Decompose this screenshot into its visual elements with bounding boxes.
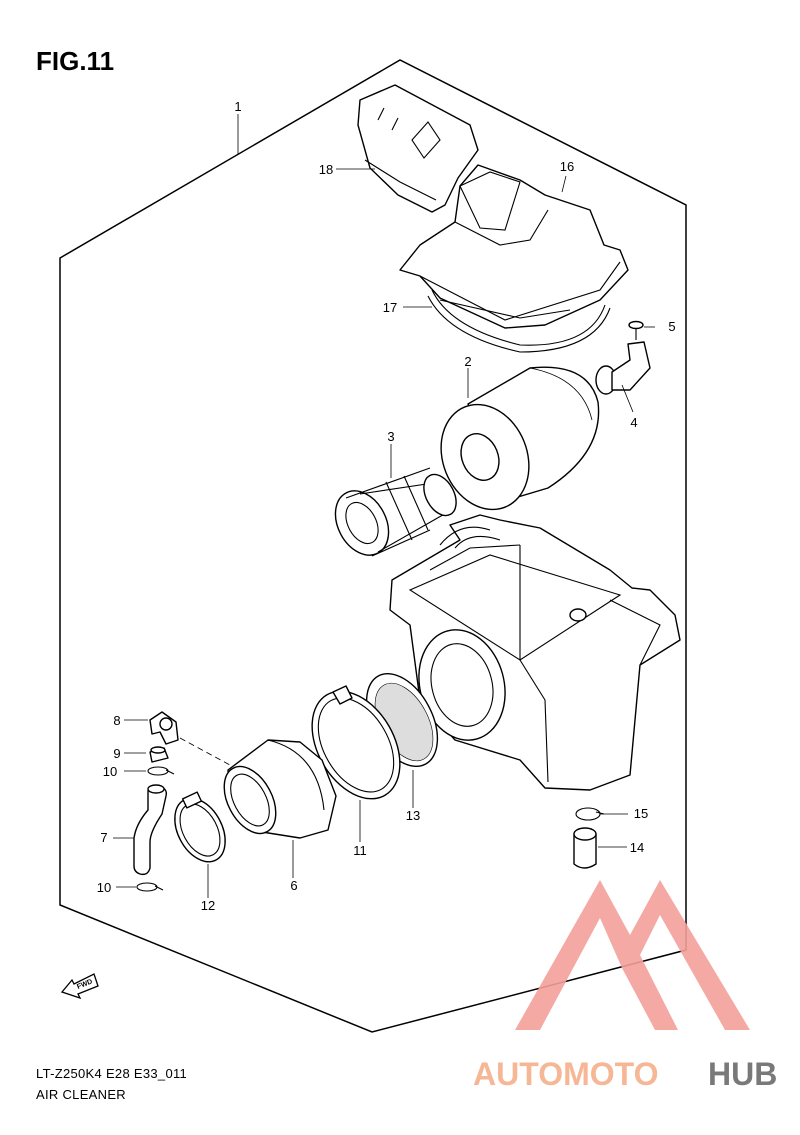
part-3-filter-cage (334, 467, 457, 557)
watermark-text-part1: AUTOMOTO (473, 1056, 658, 1092)
callout-9: 9 (113, 746, 120, 761)
figure-title: FIG.11 (36, 46, 115, 76)
part-2-filter-element (440, 366, 600, 511)
part-8-elbow (149, 711, 231, 766)
callout-8: 8 (113, 713, 120, 728)
callout-17: 17 (383, 300, 397, 315)
watermark-emblem-icon (515, 880, 750, 1030)
part-15-clip (575, 807, 605, 821)
callout-10-upper: 10 (103, 764, 117, 779)
callout-2: 2 (464, 354, 471, 369)
part-17-seal (427, 289, 611, 353)
callout-10-lower: 10 (97, 880, 111, 895)
part-9-cap (149, 746, 169, 763)
part-18-intake-cover (357, 84, 479, 213)
part-5-screw (628, 320, 644, 340)
part-14-plug (573, 827, 597, 869)
leader-lines (113, 114, 655, 898)
callout-12: 12 (201, 898, 215, 913)
callout-11: 11 (353, 843, 367, 858)
assembly-name: AIR CLEANER (36, 1087, 126, 1102)
callout-15: 15 (634, 806, 648, 821)
callout-numbers: 1 2 3 4 5 6 7 8 9 10 10 11 12 13 14 15 1… (97, 99, 676, 913)
fwd-arrow-icon: FWD (60, 973, 99, 1000)
callout-1: 1 (234, 99, 241, 114)
callout-5: 5 (668, 319, 675, 334)
callout-14: 14 (630, 840, 644, 855)
callout-6: 6 (290, 878, 297, 893)
callout-16: 16 (560, 159, 574, 174)
part-7-drain-hose (133, 784, 168, 876)
part-4-bracket (595, 341, 651, 395)
part-6-inlet-boot (223, 739, 337, 839)
airbox-case (389, 514, 681, 791)
callout-7: 7 (100, 830, 107, 845)
model-code: LT-Z250K4 E28 E33_011 (36, 1066, 188, 1081)
watermark-text-part2: HUB (708, 1056, 777, 1092)
part-10-clip-lower (136, 882, 164, 892)
part-12-hose-clamp (174, 791, 226, 863)
callout-3: 3 (387, 429, 394, 444)
part-16-airbox-lid (399, 164, 629, 329)
watermark-logo: AUTOMOTO HUB (473, 880, 777, 1092)
part-10-clip-upper (147, 766, 175, 776)
callout-4: 4 (630, 415, 637, 430)
callout-13: 13 (406, 808, 420, 823)
callout-18: 18 (319, 162, 333, 177)
